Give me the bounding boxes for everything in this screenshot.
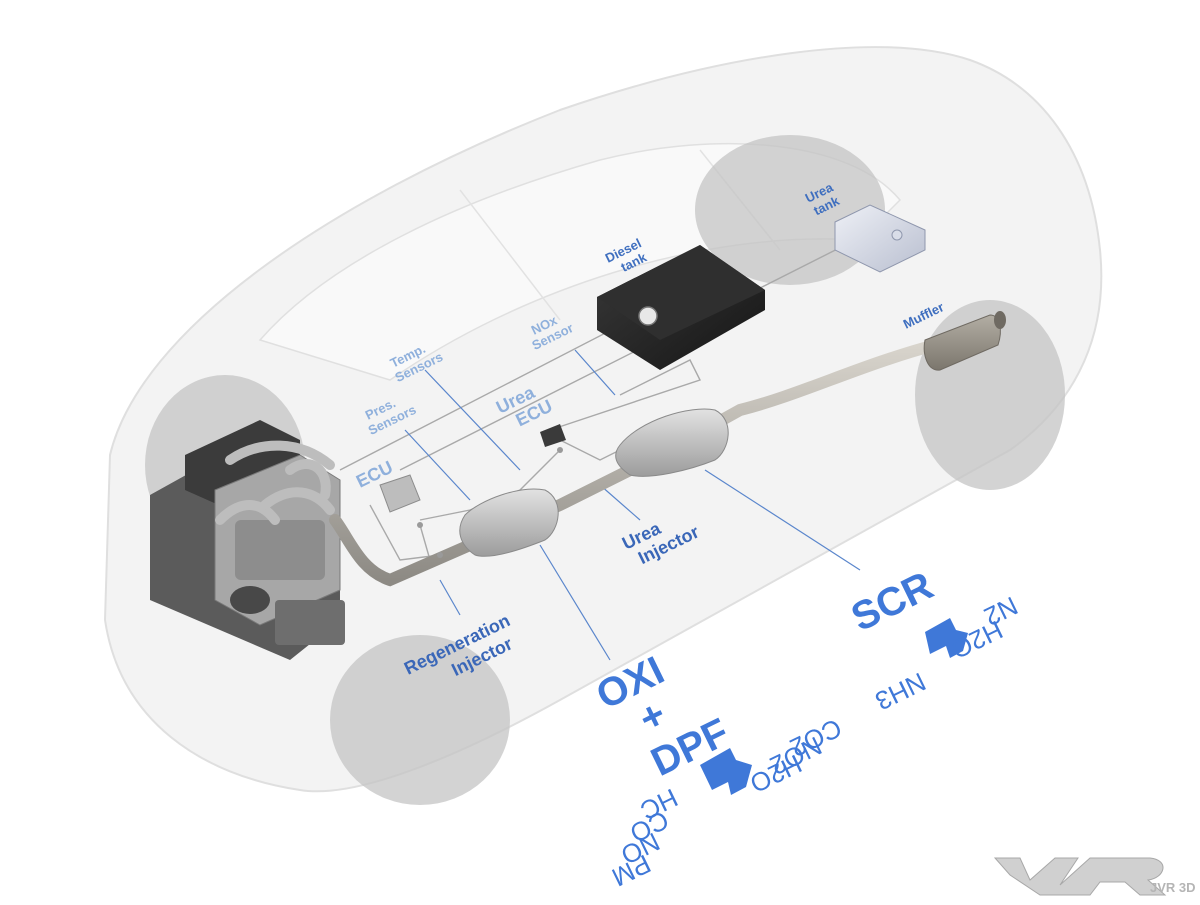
leader-pres-sensors xyxy=(404,429,471,501)
sensor-nodes xyxy=(417,447,563,558)
diesel-tank xyxy=(597,245,765,370)
nox-sensor-node xyxy=(557,447,563,453)
scr-callout: SCR NH3 N2 H2O xyxy=(845,563,1023,716)
oxi-dpf-outputs: CO2 NO2 H2O xyxy=(745,713,846,799)
leader-scr xyxy=(704,469,861,571)
urea-ecu-box xyxy=(540,424,566,447)
oxi-dpf-title: OXI + DPF xyxy=(590,635,736,794)
muffler-unit xyxy=(923,311,1006,371)
oxi-dpf-inputs: HC CO NO PM xyxy=(607,783,682,893)
leader-temp-sensors xyxy=(424,369,521,471)
logo-text: JVR 3D xyxy=(1150,880,1196,895)
temp-sensor-node xyxy=(437,552,443,558)
leader-nox-sensor xyxy=(574,349,616,396)
urea-tank xyxy=(834,204,926,273)
oxi-dpf-callout: OXI + DPF HC CO NO PM CO2 NO2 H2O xyxy=(590,635,847,893)
scr-title: SCR xyxy=(845,563,940,640)
leader-regeneration xyxy=(439,579,461,616)
scr-unit xyxy=(615,408,729,477)
scr-output-h2o: H2O xyxy=(946,615,1007,665)
leader-urea-injector xyxy=(599,484,641,521)
pres-sensor-node xyxy=(417,522,423,528)
jvr-logo: JVR 3D xyxy=(993,857,1196,896)
scr-input-nh3: NH3 xyxy=(871,667,931,717)
oxi-dpf-unit xyxy=(459,488,559,557)
ecu-box xyxy=(379,474,421,513)
wheel-front-bottom xyxy=(330,635,510,805)
oxi-dpf-arrow xyxy=(700,748,752,795)
engine xyxy=(150,420,345,660)
leader-oxi-dpf xyxy=(539,544,611,661)
scr-arrow xyxy=(925,618,968,658)
leader-lines xyxy=(404,349,861,661)
